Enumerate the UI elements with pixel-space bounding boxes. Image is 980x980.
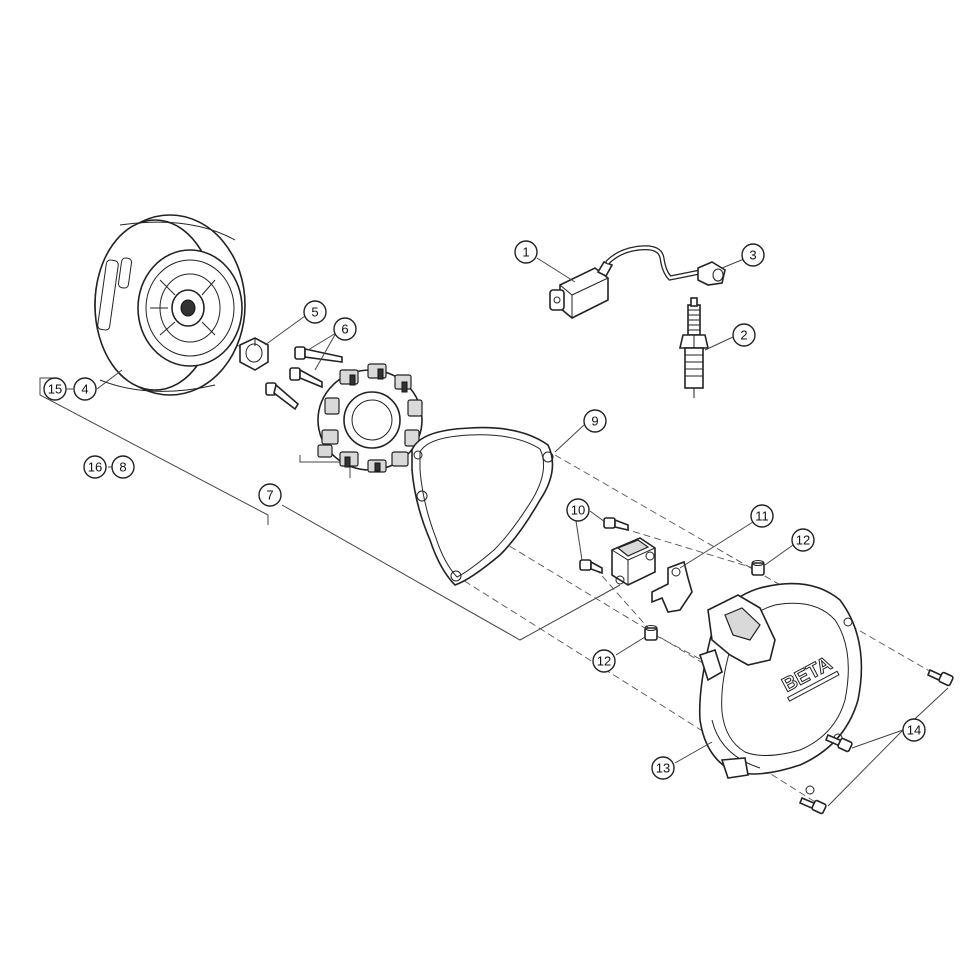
svg-text:14: 14 bbox=[907, 723, 921, 738]
callout-15: 15 bbox=[43, 377, 67, 401]
callout-3: 3 bbox=[741, 243, 765, 267]
spark-plug-cap bbox=[697, 261, 726, 286]
callout-1: 1 bbox=[514, 240, 538, 264]
svg-text:3: 3 bbox=[749, 248, 756, 263]
callout-16: 16 bbox=[83, 455, 107, 479]
cover-gasket bbox=[411, 426, 554, 586]
svg-text:9: 9 bbox=[591, 414, 598, 429]
callout-4: 4 bbox=[73, 377, 97, 401]
flywheel-rotor bbox=[94, 214, 246, 396]
callout-10: 10 bbox=[566, 498, 590, 522]
svg-text:4: 4 bbox=[81, 382, 88, 397]
callout-13: 13 bbox=[651, 756, 675, 780]
callout-7: 7 bbox=[258, 483, 282, 507]
callout-11: 11 bbox=[750, 504, 774, 528]
callout-5: 5 bbox=[303, 300, 327, 324]
svg-text:2: 2 bbox=[740, 328, 747, 343]
pickup-screws bbox=[579, 517, 629, 575]
svg-text:12: 12 bbox=[597, 654, 611, 669]
dowel-pins bbox=[644, 560, 765, 641]
callout-2: 2 bbox=[732, 323, 756, 347]
svg-text:16: 16 bbox=[88, 460, 102, 475]
svg-text:6: 6 bbox=[341, 322, 348, 337]
callout-12-upper: 12 bbox=[791, 528, 815, 552]
ignition-cover: BETA bbox=[698, 582, 863, 795]
ignition-coil bbox=[549, 245, 703, 319]
assembly-bracket-lines bbox=[39, 377, 621, 641]
svg-text:5: 5 bbox=[311, 305, 318, 320]
callout-9: 9 bbox=[583, 409, 607, 433]
callout-8: 8 bbox=[111, 455, 135, 479]
svg-text:11: 11 bbox=[755, 509, 769, 524]
flywheel-nut bbox=[239, 337, 269, 371]
cover-screws bbox=[798, 668, 954, 815]
svg-text:10: 10 bbox=[571, 503, 585, 518]
svg-text:13: 13 bbox=[656, 761, 670, 776]
stator bbox=[317, 363, 423, 473]
svg-text:1: 1 bbox=[522, 245, 529, 260]
svg-text:15: 15 bbox=[48, 382, 62, 397]
spark-plug bbox=[678, 297, 710, 398]
callout-6: 6 bbox=[333, 317, 357, 341]
callout-12-lower: 12 bbox=[592, 649, 616, 673]
svg-text:7: 7 bbox=[266, 488, 273, 503]
pickup-sensor bbox=[611, 537, 656, 586]
callout-14: 14 bbox=[902, 718, 926, 742]
svg-text:12: 12 bbox=[796, 533, 810, 548]
cable-grommet-clamp bbox=[651, 560, 693, 613]
svg-text:8: 8 bbox=[119, 460, 126, 475]
leader-lines bbox=[67, 257, 949, 807]
